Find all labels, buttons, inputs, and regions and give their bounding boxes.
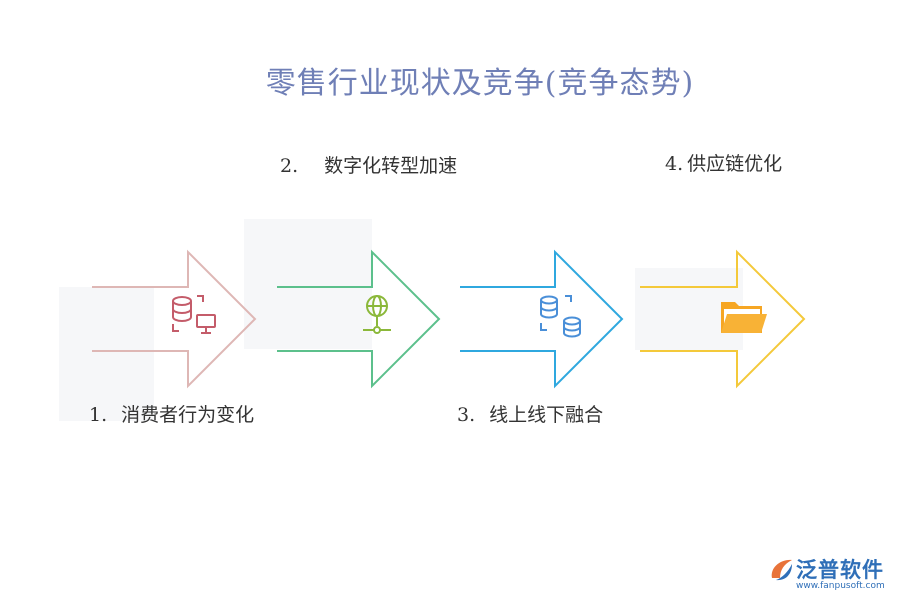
step-text: 供应链优化 [687, 153, 783, 175]
step-number: 3. [457, 404, 476, 426]
step-number: 1. [89, 404, 108, 426]
brand-logo: 泛普软件 www.fanpusoft.com [768, 552, 893, 594]
step-4-arrow [640, 249, 806, 389]
step-2-arrow [277, 249, 441, 389]
page-title: 零售行业现状及竞争(竞争态势) [265, 66, 695, 101]
brand-url: www.fanpusoft.com [796, 581, 885, 591]
brand-name: 泛普软件 [796, 558, 884, 582]
step-number: 4. [665, 153, 684, 175]
step-label-3: 3. 线上线下融合 [457, 400, 603, 427]
background-panel [244, 219, 372, 349]
step-3-arrow [460, 249, 624, 389]
step-label-4: 4.供应链优化 [665, 149, 782, 176]
background-panel [59, 287, 154, 421]
globe-network-icon [363, 295, 391, 334]
fanpu-logo-icon [771, 559, 792, 581]
step-text: 数字化转型加速 [324, 155, 458, 177]
database-sync-icon [540, 295, 581, 338]
folder-icon [721, 302, 767, 333]
database-monitor-icon [172, 295, 216, 334]
step-text: 消费者行为变化 [121, 404, 255, 426]
step-number: 2. [280, 155, 299, 177]
step-text: 线上线下融合 [489, 404, 604, 426]
step-label-1: 1. 消费者行为变化 [89, 400, 254, 427]
step-1-arrow [92, 249, 257, 389]
step-label-2: 2. 数字化转型加速 [280, 151, 457, 178]
